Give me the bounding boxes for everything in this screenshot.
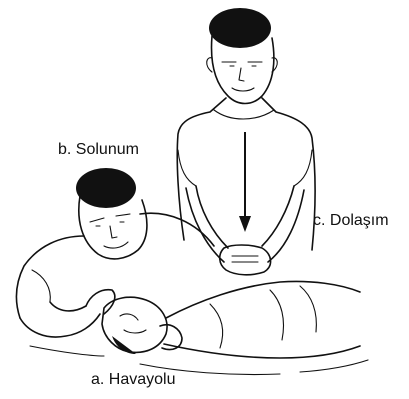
compression-rescuer	[177, 8, 315, 275]
airway-rescuer-hair	[76, 168, 136, 208]
airway-rescuer-torso	[17, 213, 214, 318]
compression-hands	[220, 245, 271, 275]
patient	[30, 281, 368, 374]
patient-body	[166, 281, 360, 318]
airway-rescuer	[17, 168, 214, 350]
label-airway: a. Havayolu	[91, 372, 176, 388]
compression-rescuer-hair	[209, 8, 271, 48]
label-circulation: c. Dolaşım	[313, 213, 389, 229]
label-breathing: b. Solunum	[58, 142, 139, 158]
